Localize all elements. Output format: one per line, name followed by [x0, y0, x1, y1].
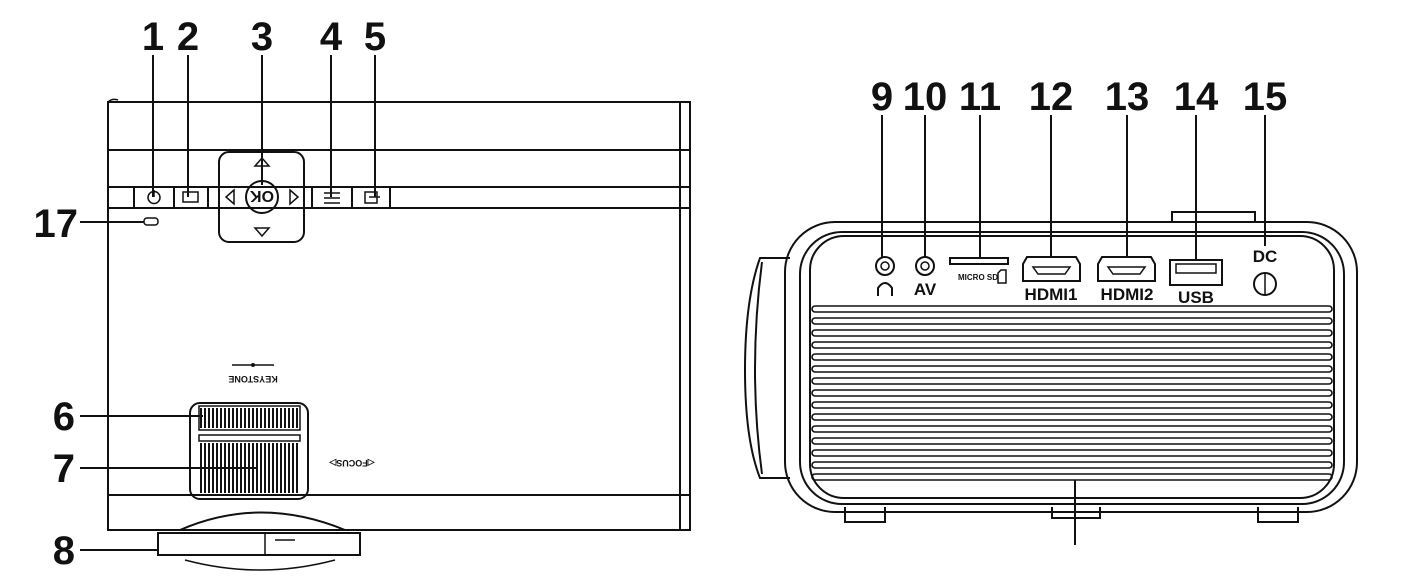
keystone-wheel: [189, 402, 309, 500]
rear-view: AV MICRO SD HDMI1 HDMI2 USB DC 9 10 11 1…: [743, 75, 1358, 545]
right-arrow-icon: [289, 188, 300, 206]
callout-1: 1: [142, 15, 164, 59]
indicator-led: [143, 217, 159, 226]
source-button: [173, 186, 209, 209]
vent-grille: [811, 305, 1333, 481]
callout-14: 14: [1174, 75, 1219, 119]
source-icon: [182, 191, 199, 203]
callout-11: 11: [959, 75, 1001, 119]
headphone-jack: [875, 256, 895, 276]
callout-13: 13: [1105, 75, 1150, 119]
callout-6: 6: [53, 395, 75, 439]
side-lens: [743, 257, 790, 479]
keystone-label: KEYSTONE: [228, 374, 277, 384]
callout-2: 2: [177, 15, 199, 59]
dc-label: DC: [1253, 247, 1278, 266]
callout-8: 8: [53, 529, 75, 573]
callout-15: 15: [1243, 75, 1288, 119]
ok-label: OK: [250, 187, 274, 204]
av-label: AV: [914, 280, 937, 299]
sd-card-icon: [997, 269, 1007, 284]
callout-9: 9: [871, 75, 893, 119]
return-icon: [364, 191, 380, 204]
lens-housing: [179, 511, 346, 531]
callout-5: 5: [364, 15, 386, 59]
projector-body-rear: [784, 221, 1358, 513]
rear-panel: [809, 235, 1335, 499]
callout-3: 3: [251, 15, 273, 59]
lens: [157, 532, 361, 556]
callout-17: 17: [34, 202, 79, 246]
hdmi1-port: [1022, 256, 1081, 282]
projector-body-top: [107, 101, 691, 531]
usb-label: USB: [1178, 288, 1214, 307]
callout-12: 12: [1029, 75, 1074, 119]
top-view: OK KEYSTONE ◁FOCUS▷: [34, 15, 691, 573]
av-jack: [915, 256, 935, 276]
return-button: [351, 186, 391, 209]
down-arrow-icon: [253, 227, 271, 238]
callout-7: 7: [53, 447, 75, 491]
keystone-scale-icon: [232, 363, 274, 367]
micro-sd-label: MICRO SD: [958, 273, 998, 282]
hdmi2-port: [1097, 256, 1156, 282]
callout-4: 4: [320, 15, 343, 59]
hdmi1-label: HDMI1: [1025, 285, 1078, 304]
left-arrow-icon: [224, 188, 235, 206]
callout-10: 10: [903, 75, 948, 119]
micro-sd-slot: [949, 257, 1009, 265]
hdmi2-label: HDMI2: [1101, 285, 1154, 304]
foot-left: [844, 507, 886, 523]
wheel-ridges: [200, 408, 298, 493]
focus-label: ◁FOCUS▷: [328, 458, 375, 468]
headphone-icon: [877, 282, 893, 296]
foot-right: [1257, 507, 1299, 523]
